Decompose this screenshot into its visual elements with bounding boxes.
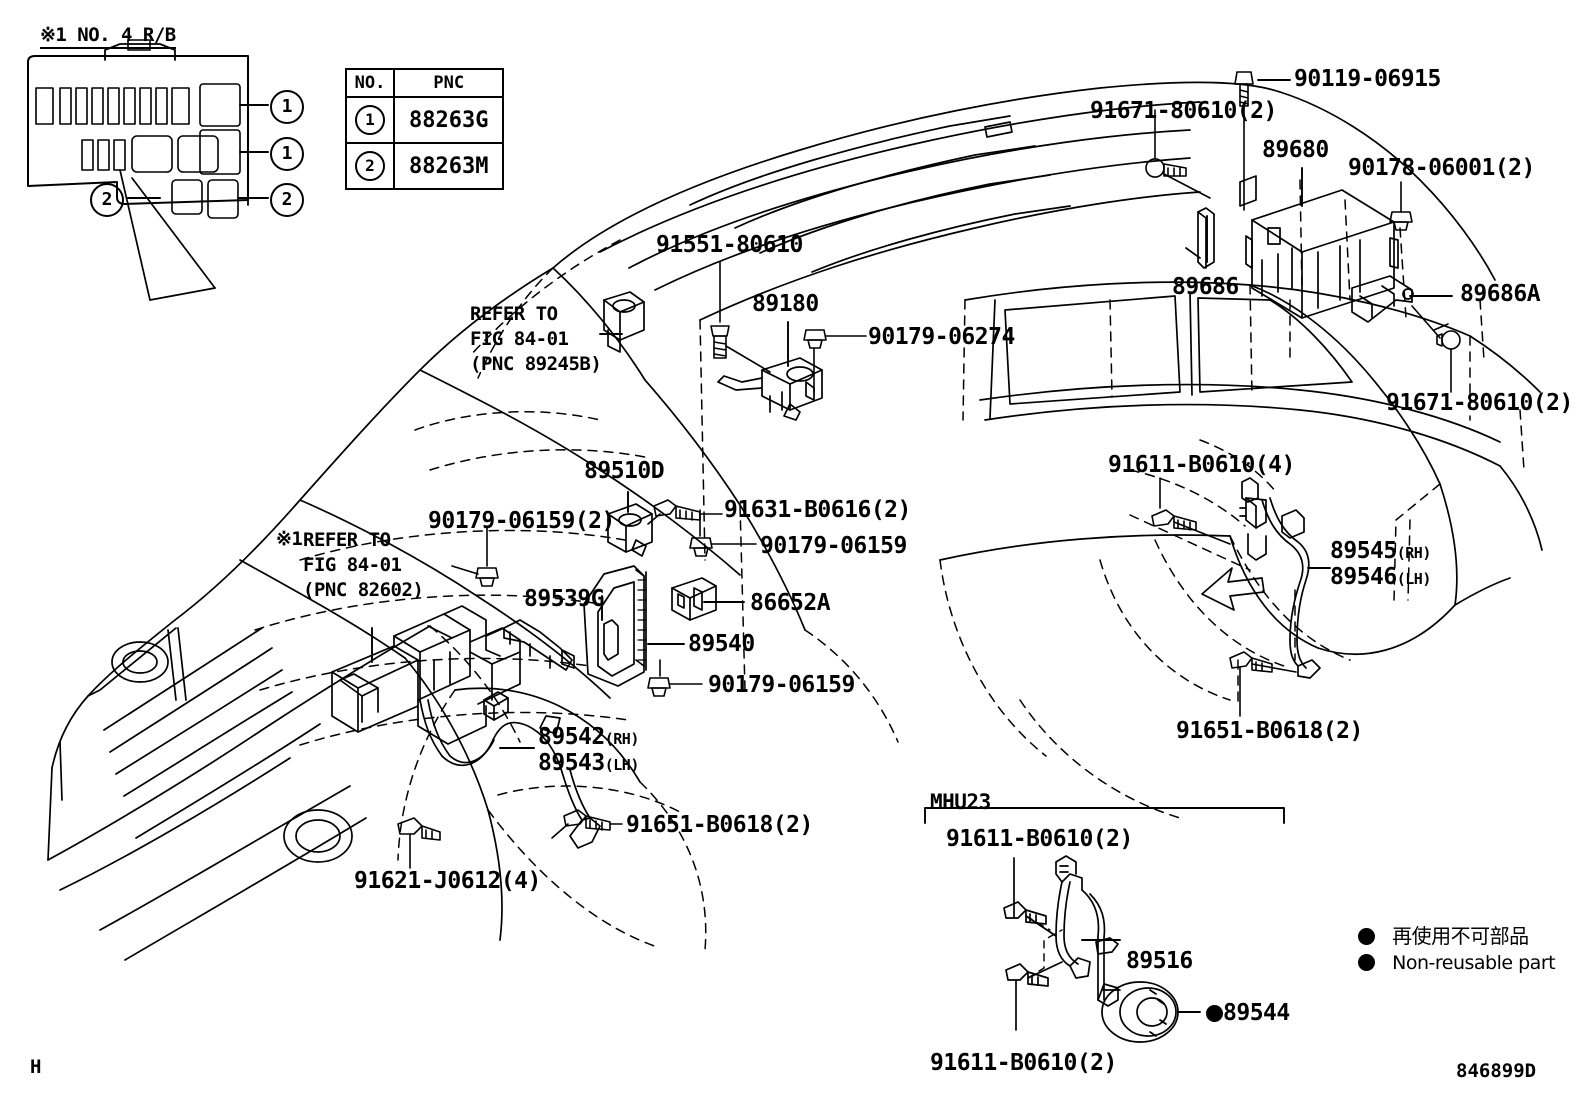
- legend-english-text: Non-reusable part: [1392, 952, 1556, 974]
- callout-89686: 89686: [1172, 274, 1239, 300]
- callout-89540: 89540: [688, 631, 755, 657]
- callout-89542-number: 89542: [538, 724, 605, 750]
- harness-89545: [1239, 477, 1321, 679]
- view-arrow: [1201, 567, 1265, 611]
- inset-callout-89516: 89516: [1126, 948, 1193, 974]
- callout-91651-b0618-a: 91651-B0618(2): [626, 812, 813, 838]
- callout-90179-06159-a: 90179-06159(2): [428, 508, 615, 534]
- callout-90178-06001: 90178-06001(2): [1348, 155, 1535, 181]
- part-89510d: [607, 503, 653, 557]
- callout-90179-06274: 90179-06274: [868, 324, 1015, 350]
- callout-89543-suffix: (LH): [604, 756, 640, 774]
- relay-box-illustration: [27, 39, 269, 301]
- refer-note-89245b: REFER TO FIG 84-01 (PNC 89245B): [470, 302, 602, 377]
- pnc-table: NO. PNC 1 88263G 2 88263M: [345, 68, 505, 190]
- figure-id: 846899D: [1456, 1060, 1537, 1082]
- refer-note-82602-prefix: ※1: [276, 528, 303, 550]
- pnc-table-header-pnc: PNC: [392, 68, 505, 98]
- relay-callout-2b: 2: [90, 183, 124, 217]
- refer-note-89245b-line3: (PNC 89245B): [470, 353, 602, 375]
- inset-harness-89516: [1003, 855, 1197, 1043]
- callout-89543-number: 89543: [538, 750, 605, 776]
- legend-dot-icon-jp: [1358, 928, 1375, 945]
- relay-box-note: ※1 NO. 4 R/B: [40, 24, 176, 49]
- pnc-row-2-value: 88263M: [392, 142, 505, 190]
- callout-89546-number: 89546: [1330, 564, 1397, 590]
- callout-90179-06159-c: 90179-06159: [708, 672, 855, 698]
- part-86652a: [671, 577, 717, 621]
- callout-89545-suffix: (RH): [1396, 544, 1432, 562]
- callout-90179-06159-b: 90179-06159: [760, 533, 907, 559]
- callout-91611-b0610-4: 91611-B0610(4): [1108, 452, 1295, 478]
- legend-english: Non-reusable part: [1358, 952, 1556, 974]
- fasteners: [397, 71, 1461, 869]
- legend-japanese: 再使用不可部品: [1358, 920, 1529, 949]
- inset-code-mhu23: MHU23: [930, 790, 991, 814]
- refer-note-82602-line2: FIG 84-01: [303, 554, 402, 576]
- inset-frame: [924, 807, 1285, 824]
- refer-note-82602-line1: REFER TO: [303, 529, 391, 551]
- callout-91621-j0612: 91621-J0612(4): [354, 868, 541, 894]
- refer-note-82602-line3: (PNC 82602): [303, 579, 424, 601]
- harness-89542: [419, 691, 601, 849]
- callout-91631-b0616: 91631-B0616(2): [724, 497, 911, 523]
- callout-89680: 89680: [1262, 137, 1329, 163]
- callout-91671-80610-b: 91671-80610(2): [1386, 390, 1573, 416]
- non-reusable-dot-icon: [1206, 1005, 1223, 1022]
- hidden-lines: [254, 179, 1525, 951]
- sensor-89180: [717, 357, 823, 421]
- callout-89510d: 89510D: [584, 458, 665, 484]
- relay-callout-1b: 1: [270, 137, 304, 171]
- callout-90119-06915: 90119-06915: [1294, 66, 1441, 92]
- part-89245b: [603, 291, 645, 353]
- callout-89539g: 89539G: [524, 586, 605, 612]
- refer-note-89245b-line1: REFER TO: [470, 303, 558, 325]
- sheet-mark: H: [30, 1056, 42, 1078]
- part-82602: [331, 605, 521, 745]
- pnc-row-1-no: 1: [345, 96, 395, 144]
- callout-89546: 89546(LH): [1330, 564, 1431, 590]
- pnc-table-header-no: NO.: [345, 68, 395, 98]
- refer-note-82602: REFER TO FIG 84-01 (PNC 82602): [303, 528, 424, 603]
- ecu-89680: [1185, 175, 1414, 323]
- inset-callout-89544-number: 89544: [1223, 1000, 1290, 1026]
- callout-89542: 89542(RH): [538, 724, 639, 750]
- inset-callout-89544: 89544: [1206, 1000, 1290, 1026]
- pnc-row-2-circle: 2: [355, 151, 385, 181]
- callout-86652a: 86652A: [750, 590, 831, 616]
- callout-89546-suffix: (LH): [1396, 570, 1432, 588]
- table-row: 1 88263G: [345, 96, 505, 144]
- callout-89543: 89543(LH): [538, 750, 639, 776]
- pnc-row-2-no: 2: [345, 142, 395, 190]
- leader-lines: [371, 79, 1453, 1013]
- relay-callout-1a: 1: [270, 90, 304, 124]
- legend-dot-icon-en: [1358, 954, 1375, 971]
- callout-91551-80610: 91551-80610: [656, 232, 803, 258]
- part-89540: [583, 565, 647, 687]
- pnc-row-1-circle: 1: [355, 105, 385, 135]
- part-89539g: [485, 619, 575, 671]
- legend-japanese-text: 再使用不可部品: [1392, 924, 1529, 948]
- callout-89180: 89180: [752, 291, 819, 317]
- callout-91671-80610-a: 91671-80610(2): [1090, 98, 1277, 124]
- relay-callout-2a: 2: [270, 183, 304, 217]
- table-row: 2 88263M: [345, 142, 505, 190]
- callout-89686a: 89686A: [1460, 281, 1541, 307]
- callout-91651-b0618-b: 91651-B0618(2): [1176, 718, 1363, 744]
- pnc-row-1-value: 88263G: [392, 96, 505, 144]
- inset-callout-91611-b0610-bottom: 91611-B0610(2): [930, 1050, 1117, 1076]
- inset-callout-91611-b0610-top: 91611-B0610(2): [946, 826, 1133, 852]
- callout-89542-suffix: (RH): [604, 730, 640, 748]
- refer-note-89245b-line2: FIG 84-01: [470, 328, 569, 350]
- callout-89545: 89545(RH): [1330, 538, 1431, 564]
- callout-89545-number: 89545: [1330, 538, 1397, 564]
